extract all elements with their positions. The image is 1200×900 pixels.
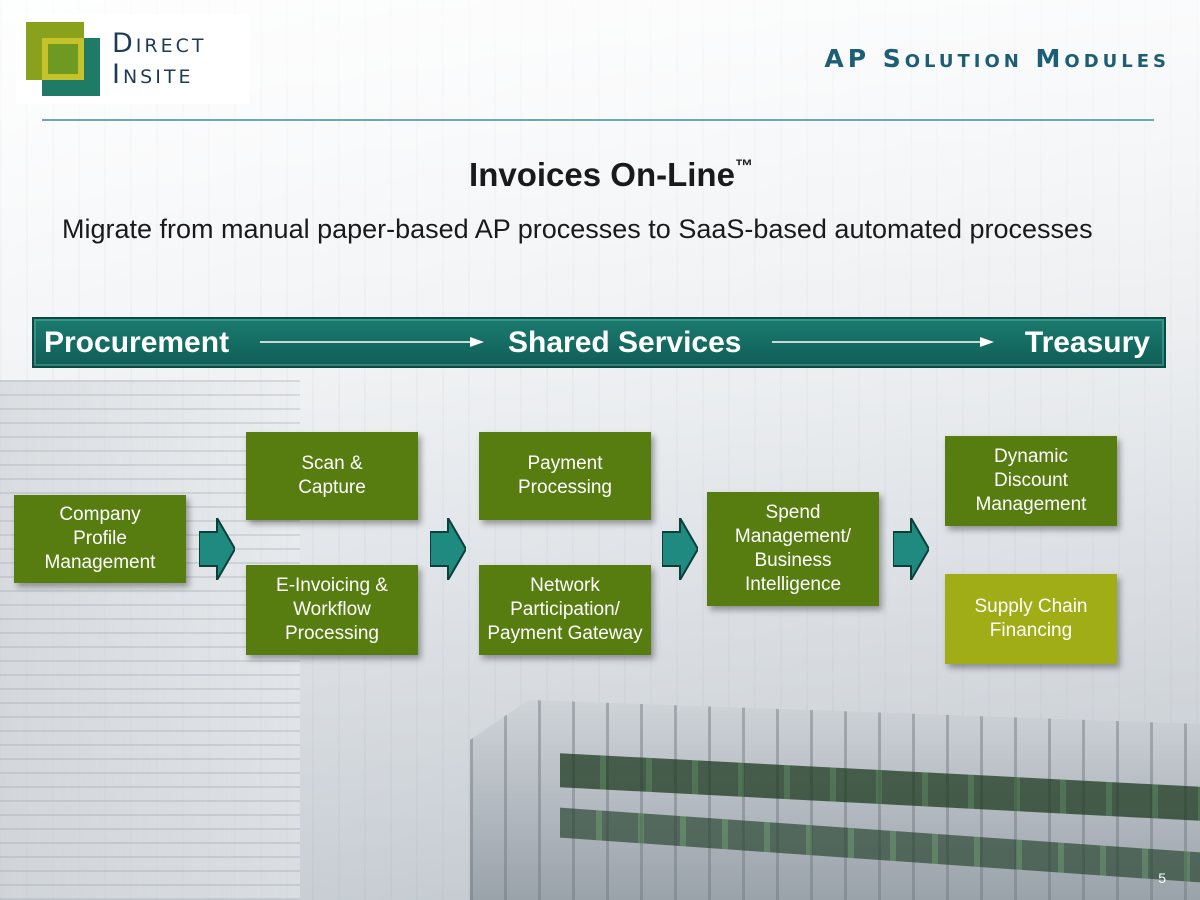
- module-e-invoicing-workflow: E-Invoicing & Workflow Processing: [246, 565, 418, 655]
- block-right-arrow-icon: [662, 518, 698, 580]
- module-scan-capture: Scan & Capture: [246, 432, 418, 520]
- long-right-arrow-icon: [772, 337, 994, 347]
- module-company-profile-management: Company Profile Management: [14, 495, 186, 583]
- module-label: Payment Processing: [518, 453, 612, 498]
- block-right-arrow-icon: [199, 518, 235, 580]
- module-payment-processing: Payment Processing: [479, 432, 651, 520]
- block-right-arrow-icon: [893, 518, 929, 580]
- banner-label-treasury: Treasury: [1024, 326, 1150, 359]
- module-supply-chain-financing: Supply Chain Financing: [945, 574, 1117, 664]
- long-right-arrow-icon: [260, 337, 484, 347]
- company-logo: Direct Insite: [16, 14, 250, 104]
- logo-wordmark: Direct Insite: [112, 28, 206, 90]
- direct-insite-logo-icon: [26, 22, 100, 96]
- slide-title: Invoices On-Line™: [0, 156, 1200, 194]
- banner-label-procurement: Procurement: [44, 326, 230, 359]
- module-label: E-Invoicing & Workflow Processing: [276, 575, 388, 644]
- banner-label-shared-services: Shared Services: [508, 326, 742, 359]
- logo-line-2: Insite: [112, 59, 194, 90]
- module-label: Company Profile Management: [44, 504, 156, 573]
- header-divider: [42, 119, 1154, 121]
- module-label: Dynamic Discount Management: [975, 446, 1087, 515]
- slide-subtitle: Migrate from manual paper-based AP proce…: [62, 214, 1093, 244]
- module-label: Spend Management/ Business Intelligence: [734, 502, 852, 595]
- logo-line-1: Direct: [112, 28, 207, 59]
- section-title: AP Solution Modules: [824, 44, 1170, 73]
- module-spend-management: Spend Management/ Business Intelligence: [707, 492, 879, 606]
- module-network-participation: Network Participation/ Payment Gateway: [479, 565, 651, 655]
- module-label: Supply Chain Financing: [974, 596, 1088, 641]
- process-banner: Procurement Shared Services Treasury: [32, 317, 1166, 368]
- page-number: 5: [1158, 870, 1166, 886]
- module-label: Network Participation/ Payment Gateway: [487, 575, 643, 644]
- module-dynamic-discount-management: Dynamic Discount Management: [945, 436, 1117, 526]
- block-right-arrow-icon: [430, 518, 466, 580]
- trademark-mark: ™: [734, 156, 753, 176]
- slide-title-text: Invoices On-Line: [469, 156, 735, 193]
- module-label: Scan & Capture: [298, 453, 366, 498]
